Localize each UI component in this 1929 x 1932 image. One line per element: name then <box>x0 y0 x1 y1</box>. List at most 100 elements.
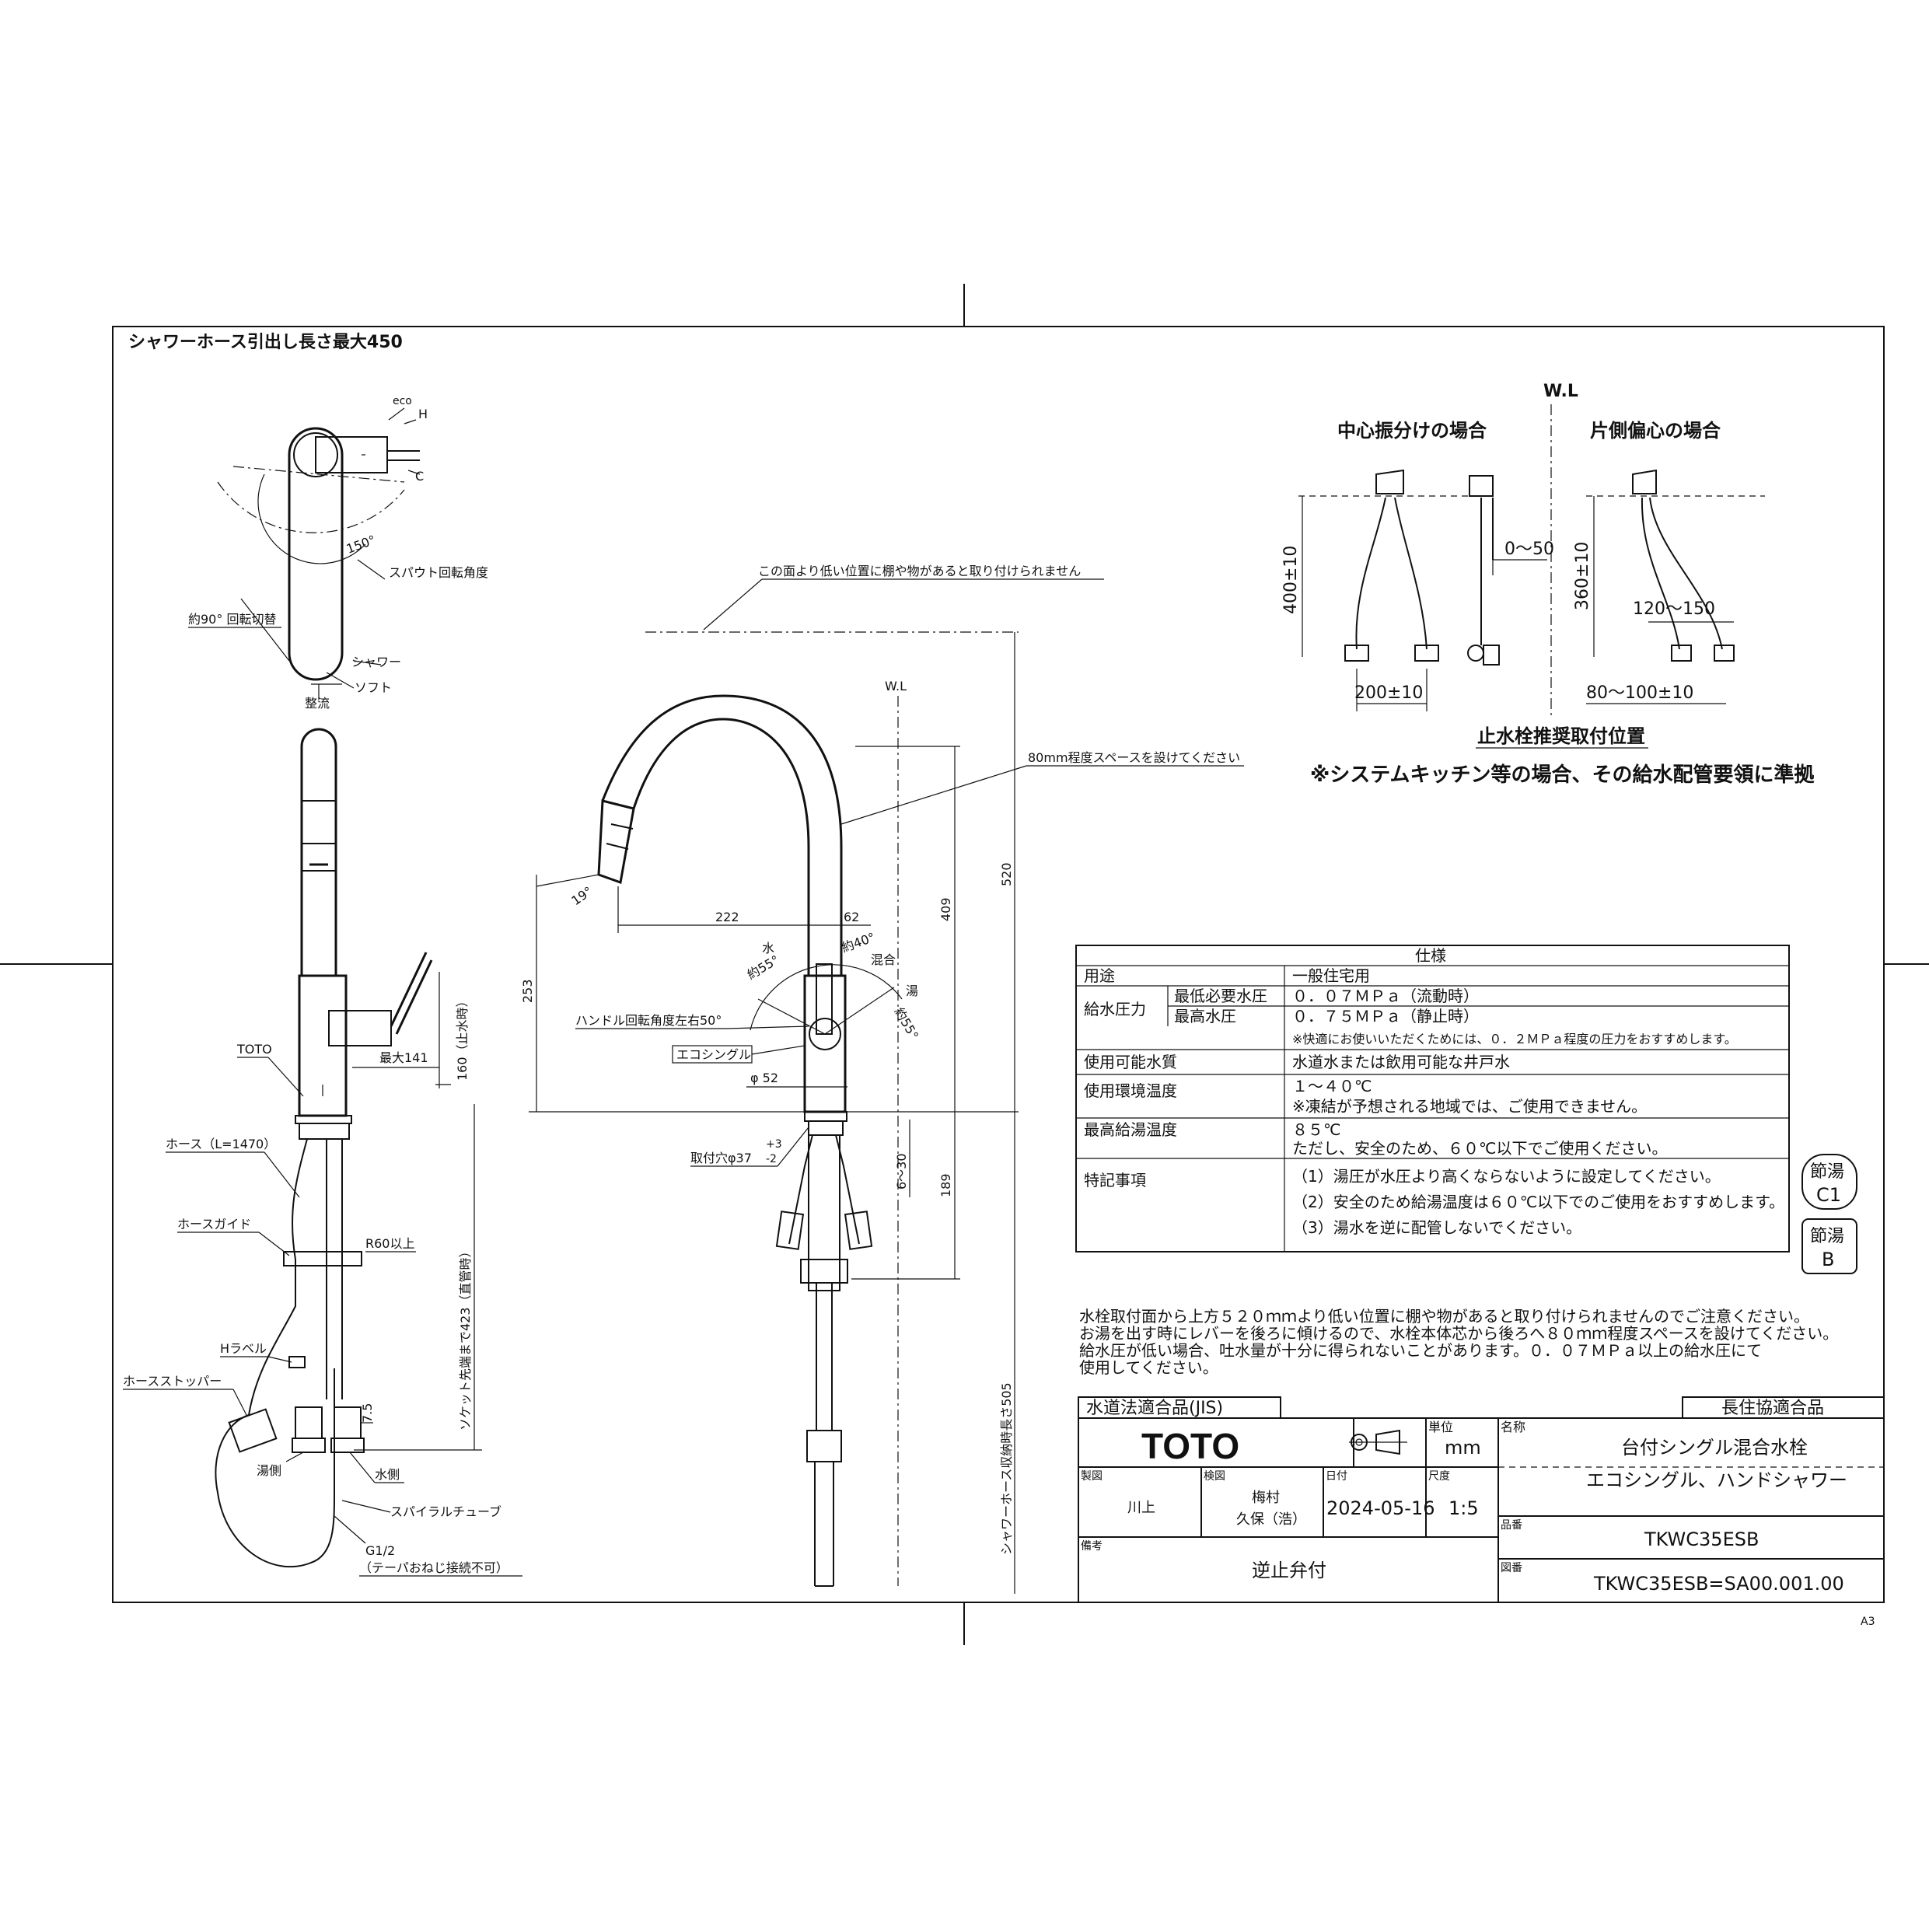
socket-length-label: ソケット先端まで423（直管時） <box>458 1245 473 1431</box>
switch-angle-label: 約90° 回転切替 <box>188 612 276 627</box>
dim120-150: 120～150 <box>1633 599 1715 619</box>
hose-stopper-label: ホースストッパー <box>123 1374 222 1389</box>
dim62: 62 <box>844 910 859 924</box>
dim222: 222 <box>715 910 739 924</box>
badge-c1-top: 節湯 <box>1810 1162 1844 1182</box>
hose-label: ホース（L=1470） <box>166 1137 276 1151</box>
spec-row-2-value: ０．７５ＭＰａ（静止時） <box>1292 1007 1479 1025</box>
max141-label: 最大141 <box>379 1050 428 1065</box>
hole-tol-minus: -2 <box>766 1153 777 1165</box>
g12-label: G1/2 <box>365 1543 395 1558</box>
scale-label: 尺度 <box>1428 1470 1450 1483</box>
unit-value: mm <box>1445 1437 1481 1459</box>
center-case-title: 中心振分けの場合 <box>1337 420 1487 442</box>
spec-row-4-label: 使用可能水質 <box>1084 1053 1177 1071</box>
dim360: 360±10 <box>1573 542 1592 610</box>
remarks-label: 備考 <box>1081 1540 1103 1553</box>
date-label: 日付 <box>1326 1470 1347 1483</box>
projection-symbol-icon <box>1349 1429 1407 1455</box>
hot-label: 湯 <box>906 983 918 998</box>
front-wl: W.L <box>885 679 907 693</box>
unit-label: 単位 <box>1428 1420 1453 1434</box>
hot-angle: 約55° <box>892 1005 922 1043</box>
name-label: 名称 <box>1501 1420 1525 1434</box>
c-label: C <box>415 469 424 484</box>
drawing-number: TKWC35ESB=SA00.001.00 <box>1593 1573 1844 1595</box>
hose-note: シャワーホース引出し長さ最大450 <box>128 333 403 352</box>
valve-note: ※システムキッチン等の場合、その給水配管要領に準拠 <box>1310 763 1815 787</box>
hole-label: 取付穴φ37 <box>690 1151 752 1165</box>
hot-side-label: 湯側 <box>257 1463 281 1478</box>
jis-label: 水道法適合品(JIS) <box>1086 1399 1223 1418</box>
spec-row-0-value: 一般住宅用 <box>1292 966 1370 985</box>
note-1: お湯を出す時にレバーを後ろに傾けるので、水栓本体芯から後ろへ８０ｍｍ程度スペース… <box>1079 1324 1838 1343</box>
chokyo-label: 長住協適合品 <box>1721 1399 1824 1418</box>
taper-note: （テーパおねじ接続不可） <box>359 1560 508 1575</box>
installation-notes: 水栓取付面から上方５２０ｍｍより低い位置に棚や物があると取り付けられませんのでご… <box>1079 1307 1838 1377</box>
spec-row-5-value: １～４０℃ <box>1292 1077 1372 1095</box>
eco-single-label: エコシングル <box>676 1047 751 1062</box>
dim80-100: 80～100±10 <box>1586 683 1693 703</box>
r60-label: R60以上 <box>365 1236 414 1251</box>
drawn-by: 川上 <box>1127 1500 1155 1516</box>
title-block: 水道法適合品(JIS) 長住協適合品 単位 名称 製図 検図 日付 尺度 品番 … <box>1078 1396 1885 1603</box>
spec-row-5-label: 使用環境温度 <box>1084 1081 1177 1100</box>
spout-angle: 150° <box>344 533 378 557</box>
dim75-label: 7.5 <box>360 1403 375 1423</box>
part-label: 品番 <box>1501 1519 1522 1532</box>
spec-title: 仕様 <box>1415 946 1446 965</box>
scale-value: 1:5 <box>1448 1497 1479 1519</box>
spec-row-1-sub: 最低必要水圧 <box>1174 987 1267 1005</box>
mix-angle: 約40° <box>840 930 877 956</box>
water-label: 水 <box>762 941 774 956</box>
h-label: H <box>418 407 428 421</box>
shower-label: シャワー <box>351 655 401 669</box>
dim400: 400±10 <box>1281 546 1301 614</box>
soft-label: ソフト <box>355 680 392 695</box>
spout-rotation-label: スパウト回転角度 <box>389 565 488 580</box>
drawn-label: 製図 <box>1081 1470 1103 1483</box>
note-0: 水栓取付面から上方５２０ｍｍより低い位置に棚や物があると取り付けられませんのでご… <box>1079 1307 1809 1326</box>
checked-by-1: 梅村 <box>1252 1490 1280 1506</box>
note-2: 給水圧が低い場合、吐水量が十分に得られないことがあります。０．０７ＭＰａ以上の給… <box>1079 1341 1762 1360</box>
dim0-50: 0～50 <box>1504 540 1554 559</box>
badge-c1-bottom: C1 <box>1816 1184 1841 1206</box>
top-view: eco H C 150° スパウト回転角度 約90° 回転切替 シャワー ソフト… <box>188 395 488 711</box>
spec-row-3-value: ※快適にお使いいただくためには、０．２ＭＰａ程度の圧力をおすすめします。 <box>1292 1032 1737 1046</box>
name-line-1: 台付シングル混合水栓 <box>1621 1437 1808 1459</box>
dim253: 253 <box>520 979 535 1003</box>
water-angle: 約55° <box>745 952 782 983</box>
space-note: 80mm程度スペースを設けてください <box>1028 750 1240 765</box>
spec-row-0-label: 用途 <box>1084 966 1115 985</box>
side-case-title: 片側偏心の場合 <box>1590 420 1721 442</box>
front-view: この面より低い位置に棚や物があると取り付けられません W.L <box>520 564 1244 1594</box>
spec-table: 仕様 用途 一般住宅用 給水圧力 最低必要水圧 ０．０７ＭＰａ（流動時） 最高水… <box>1075 945 1790 1252</box>
spec-row-1-label: 給水圧力 <box>1084 1000 1146 1018</box>
note-3: 使用してください。 <box>1079 1358 1218 1377</box>
dim409: 409 <box>938 897 953 921</box>
sheet-size: A3 <box>1861 1616 1875 1628</box>
spec-row-10-value: （2）安全のため給湯温度は６０℃以下でのご使用をおすすめします。 <box>1292 1193 1784 1211</box>
side-view: 最大141 160（止水時） ソケット先端まで423（直管時） 7.5 TOTO… <box>123 728 522 1577</box>
mix-label: 混合 <box>871 952 896 967</box>
spec-row-8-value: ただし、安全のため、６０℃以下でご使用ください。 <box>1292 1139 1667 1158</box>
part-number: TKWC35ESB <box>1644 1528 1759 1550</box>
spec-row-9-value: （1）湯圧が水圧より高くならないように設定してください。 <box>1292 1167 1721 1186</box>
spec-row-1-value: ０．０７ＭＰａ（流動時） <box>1292 987 1479 1005</box>
drawing-label: 図番 <box>1501 1562 1522 1574</box>
eco-label: eco <box>393 395 412 407</box>
spec-row-9-label: 特記事項 <box>1084 1171 1146 1190</box>
spiral-tube-label: スパイラルチューブ <box>390 1504 501 1519</box>
checked-by-2: 久保（浩） <box>1236 1511 1306 1528</box>
hole-tol-plus: +3 <box>766 1138 782 1151</box>
badge-c1: 節湯 C1 <box>1801 1154 1857 1210</box>
badge-b-top: 節湯 <box>1810 1227 1844 1246</box>
valve-caption: 止水栓推奨取付位置 <box>1477 725 1645 747</box>
frame <box>0 284 1929 1645</box>
brand-logo: TOTO <box>1141 1426 1239 1466</box>
cold-side-label: 水側 <box>375 1467 400 1482</box>
seiryu-label: 整流 <box>305 696 330 711</box>
dim189: 189 <box>938 1173 953 1197</box>
